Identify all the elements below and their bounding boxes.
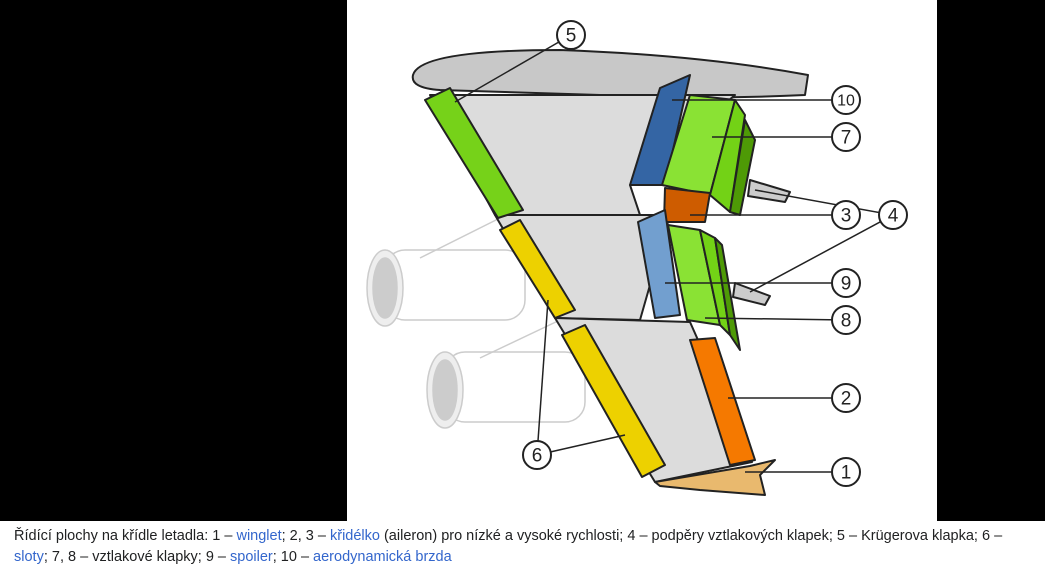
caption-text: ; 10 – bbox=[272, 549, 314, 565]
callout-10: 10 bbox=[837, 93, 855, 110]
slot-upper bbox=[499, 219, 576, 319]
callout-3: 3 bbox=[841, 206, 852, 227]
wing-diagram: 1 2 3 4 5 6 7 8 9 10 bbox=[347, 0, 937, 521]
winglet bbox=[654, 459, 776, 496]
callout-1: 1 bbox=[841, 463, 852, 484]
callout-8: 8 bbox=[841, 311, 852, 332]
caption-text: ; 7, 8 – vztlakové klapky; 9 – bbox=[43, 549, 231, 565]
callout-2: 2 bbox=[841, 389, 852, 410]
caption-text: (aileron) pro nízké a vysoké rychlosti; … bbox=[379, 528, 1003, 544]
krueger-flap bbox=[424, 87, 524, 219]
callout-5: 5 bbox=[566, 26, 577, 47]
callout-4: 4 bbox=[888, 206, 899, 227]
airbrake bbox=[629, 74, 691, 186]
flap-support-lower bbox=[732, 282, 771, 306]
spoiler bbox=[637, 209, 681, 319]
link-aerodynamicka-brzda[interactable]: aerodynamická brzda bbox=[313, 549, 452, 565]
link-kridelko[interactable]: křidélko bbox=[329, 528, 380, 544]
aileron-high-speed bbox=[663, 187, 711, 223]
engines bbox=[366, 217, 586, 429]
callout-6: 6 bbox=[532, 446, 543, 467]
aileron-low-speed bbox=[689, 337, 756, 466]
flap-8-dark2 bbox=[714, 237, 741, 351]
callout-7: 7 bbox=[841, 128, 852, 149]
link-winglet[interactable]: winglet bbox=[236, 528, 282, 544]
image-viewer-background: 1 2 3 4 5 6 7 8 9 10 bbox=[0, 0, 1045, 521]
link-sloty[interactable]: sloty bbox=[14, 549, 44, 565]
flap-support-upper bbox=[747, 179, 791, 203]
caption-text: Řídící plochy na křídle letadla: 1 – bbox=[14, 528, 237, 544]
flap-7-dark bbox=[709, 99, 746, 213]
caption-text: ; 2, 3 – bbox=[281, 528, 330, 544]
link-spoiler[interactable]: spoiler bbox=[230, 549, 273, 565]
wing-tip bbox=[411, 49, 809, 99]
image-caption: Řídící plochy na křídle letadla: 1 – win… bbox=[14, 526, 1039, 568]
callout-lines bbox=[454, 34, 894, 473]
slot-lower bbox=[561, 324, 666, 478]
callout-9: 9 bbox=[841, 274, 852, 295]
flap-7-dark2 bbox=[729, 119, 756, 216]
callout-markers: 1 2 3 4 5 6 7 8 9 10 bbox=[522, 20, 908, 487]
